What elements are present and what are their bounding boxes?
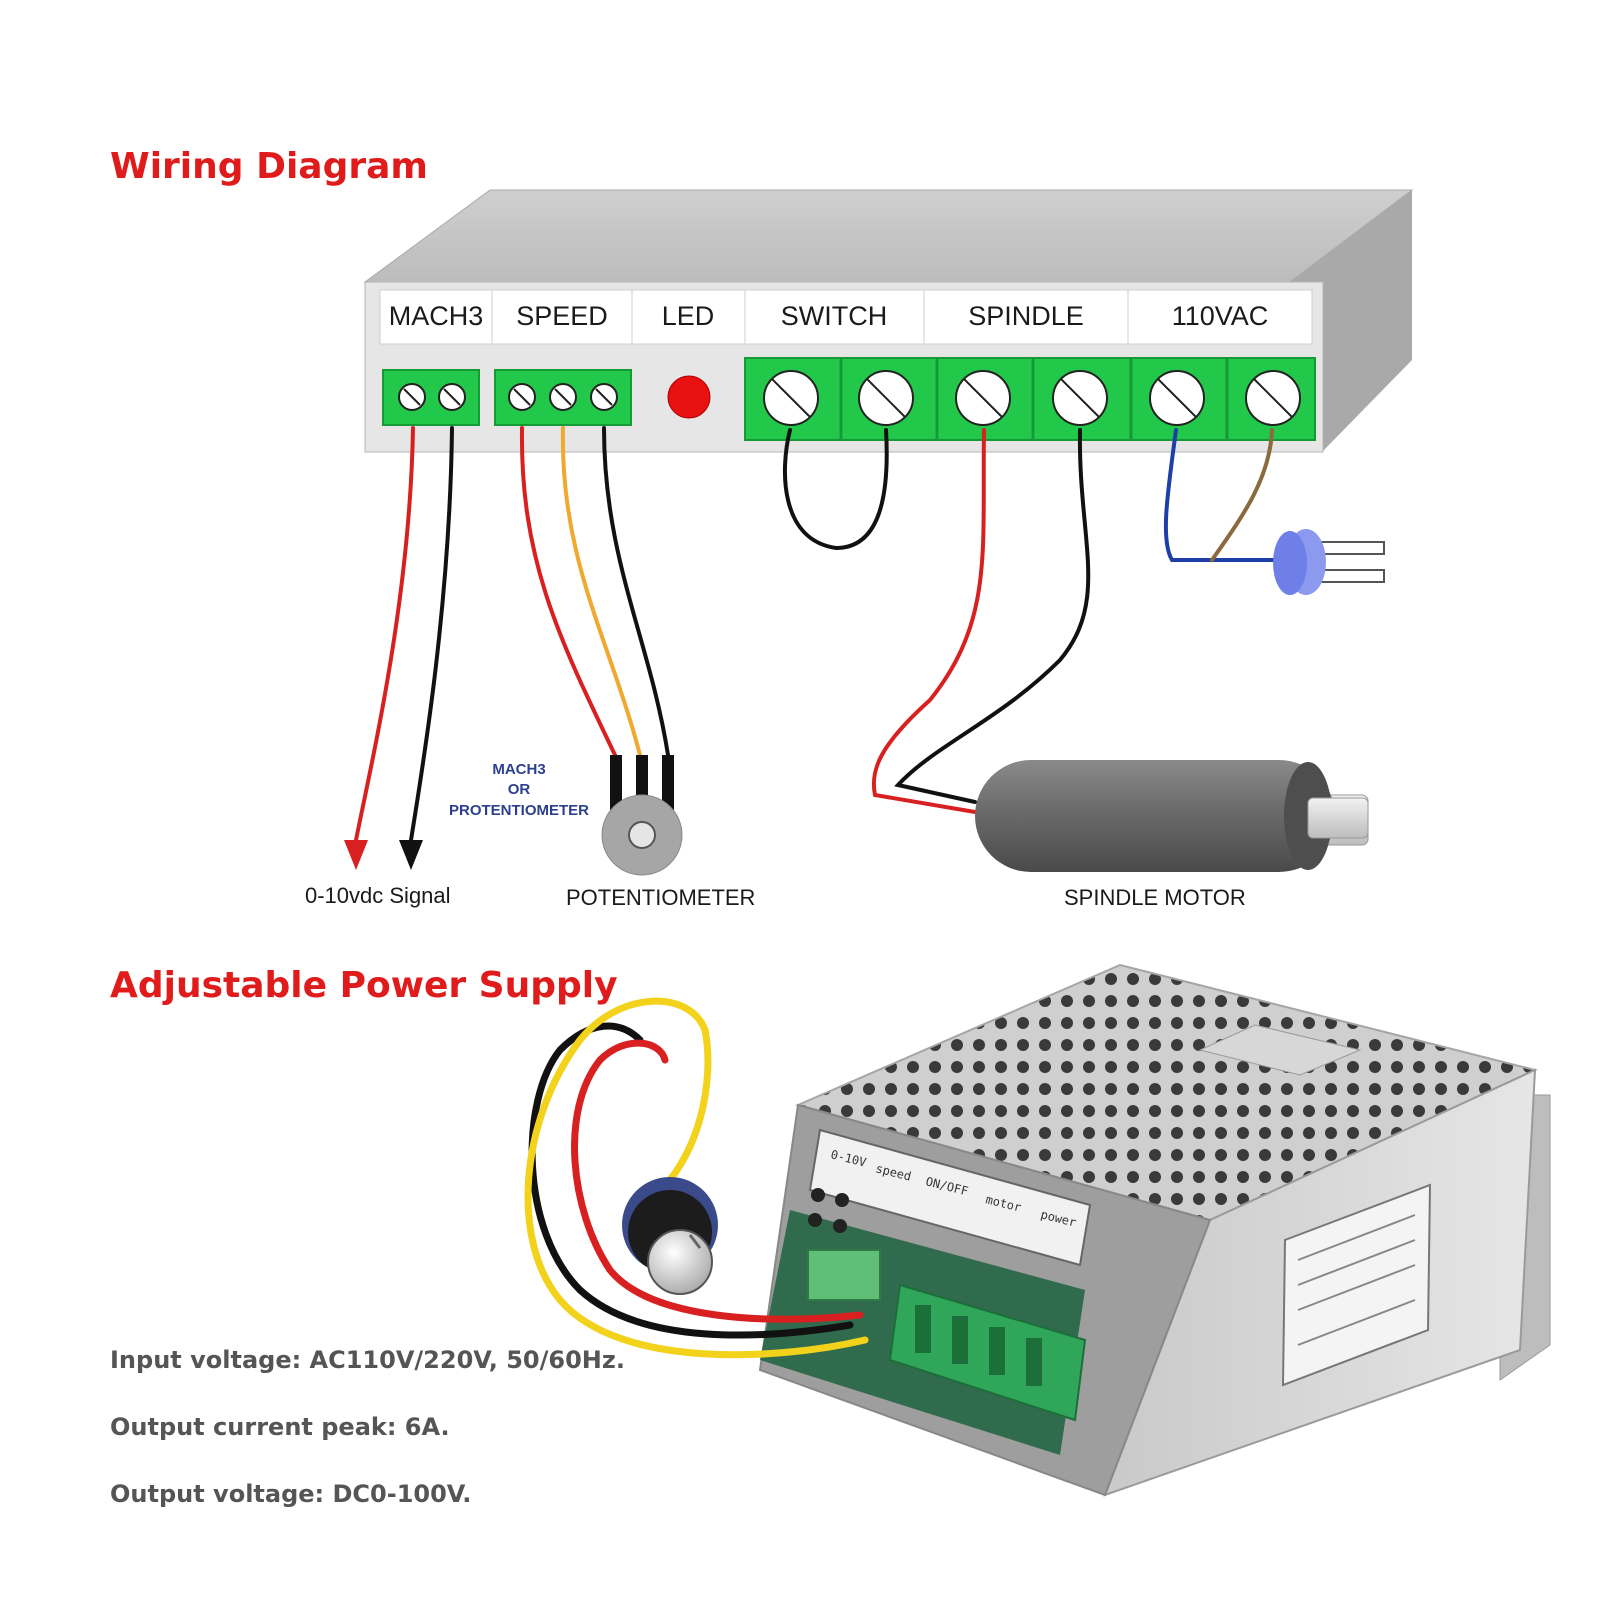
label-switch: SWITCH xyxy=(781,301,887,331)
wire-ac-blue xyxy=(1163,428,1282,562)
potentiometer-caption: POTENTIOMETER xyxy=(566,885,755,910)
mach3-terminal-block xyxy=(382,369,480,426)
wire-speed-red xyxy=(519,426,617,757)
spec-input-voltage: Input voltage: AC110V/220V, 50/60Hz. xyxy=(110,1346,625,1374)
speed-terminal-block xyxy=(494,369,632,426)
wiring-diagram-heading: Wiring Diagram xyxy=(110,146,428,187)
spec-output-voltage: Output voltage: DC0-100V. xyxy=(110,1480,471,1508)
ac-plug xyxy=(1273,529,1385,595)
label-led: LED xyxy=(662,301,715,331)
led-indicator xyxy=(667,375,711,419)
wire-spindle-red xyxy=(871,428,986,814)
signal-caption: 0-10vdc Signal xyxy=(305,883,451,908)
wire-speed-black xyxy=(602,426,670,757)
potentiometer-graphic xyxy=(601,755,683,876)
label-spindle: SPINDLE xyxy=(968,301,1084,331)
power-supply-heading: Adjustable Power Supply xyxy=(110,965,618,1006)
wires xyxy=(354,426,1282,842)
wire-spindle-black xyxy=(894,428,1091,804)
terminal-label-strip xyxy=(379,289,1313,345)
wire-switch-jumper xyxy=(782,428,889,551)
label-110vac: 110VAC xyxy=(1172,301,1269,331)
mach3-note-line1: MACH3 xyxy=(492,761,545,778)
power-terminal-block xyxy=(744,357,1316,441)
spec-output-current: Output current peak: 6A. xyxy=(110,1413,450,1441)
mach3-note-line2: OR xyxy=(508,781,531,798)
wire-ac-brown xyxy=(1210,428,1274,562)
label-mach3: MACH3 xyxy=(389,301,484,331)
wire-mach3-red xyxy=(354,426,415,842)
spindle-motor-caption: SPINDLE MOTOR xyxy=(1064,885,1246,910)
cable-bundle xyxy=(524,997,869,1359)
label-speed: SPEED xyxy=(516,301,608,331)
spindle-motor-graphic xyxy=(975,760,1369,872)
knob-potentiometer xyxy=(622,1177,718,1295)
mach3-note-line3: PROTENTIOMETER xyxy=(449,802,589,819)
power-supply-graphic: 0-10V speed ON/OFF motor power xyxy=(758,963,1551,1497)
signal-arrow-black xyxy=(399,840,423,870)
signal-arrow-red xyxy=(344,840,368,870)
controller-box: MACH3 SPEED LED SWITCH SPINDLE 110VAC xyxy=(363,189,1414,453)
wire-mach3-black xyxy=(409,426,454,842)
wire-speed-orange xyxy=(560,426,642,757)
